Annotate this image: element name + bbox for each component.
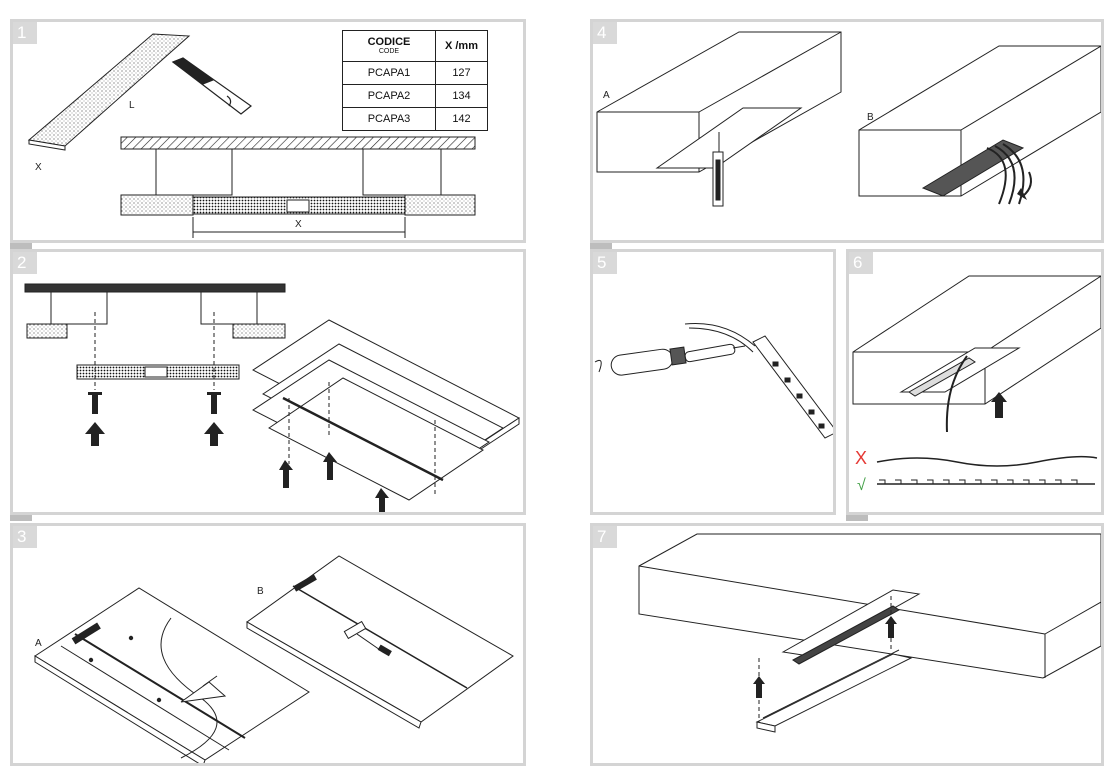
step-number-6: 6 [849,252,873,274]
strip-wavy [876,455,1098,467]
label-b: B [257,586,264,597]
isometric-assembly [252,319,520,501]
trowel-icon [180,675,227,703]
arrow-up-icon [885,616,897,638]
step-3-panel: 3 A B [10,523,526,766]
right-mark: √ [857,477,866,494]
step-3-illustration: A B [34,555,514,763]
header-code: CODICE [367,35,411,48]
panel-tab [10,515,32,521]
label-a: A [35,638,42,649]
board-right [404,194,476,216]
step-number-2: 2 [13,252,37,274]
ceiling [852,275,1101,405]
roller-icon [343,620,392,657]
wires [684,322,756,353]
soldering-iron-icon [594,343,746,376]
board-a [34,587,310,763]
saw-icon [712,132,724,207]
step-5-illustration [594,322,833,439]
step-6-panel: 6 X √ [846,249,1104,515]
panel-tab [846,515,868,521]
ceiling-slab [24,283,286,293]
header-x: X /mm [435,30,488,62]
ceiling-slab [120,136,476,150]
step-4-illustration: A B [596,31,1101,207]
board-left [120,194,194,216]
step-number-1: 1 [13,22,37,44]
joist-right [362,148,442,196]
step-7-illustration [638,533,1101,733]
header-code-sub: CODE [378,47,400,55]
label-x-small: X [35,162,42,173]
step-number-7: 7 [593,526,617,548]
wrong-mark: X [855,448,867,468]
label-b: B [867,112,874,123]
joist-left [155,148,233,196]
led-strip [752,335,833,439]
step-6-illustration: X √ [852,275,1101,494]
arrow-up-icon [991,392,1007,418]
strip-curve [945,355,968,433]
step-7-panel: 7 [590,523,1104,766]
step-number-3: 3 [13,526,37,548]
knife-icon [171,57,252,115]
step-4-panel: 4 A B [590,19,1104,243]
ceiling [638,533,1101,679]
arrow-up-icon [753,676,765,698]
step-number-4: 4 [593,22,617,44]
cover-profile [755,649,913,733]
step-2-panel: 2 [10,249,526,515]
panel-tab [590,243,612,249]
screw-icon [85,392,224,446]
ceiling-a [596,31,842,173]
step-1-illustration: L X X [27,33,476,238]
profile-bar [27,33,191,151]
label-l: L [129,100,135,111]
strip-teeth [879,479,1078,484]
label-x-dimension: X [295,219,302,230]
step-5-panel: 5 [590,249,836,515]
panel-tab [10,243,32,249]
step-1-panel: 1 L X [10,19,526,243]
step-2-illustration [24,283,520,512]
step-number-5: 5 [593,252,617,274]
ceiling-b [858,45,1101,197]
label-a: A [603,90,610,101]
led-channel [286,199,310,213]
arrow-icon [1022,171,1032,197]
